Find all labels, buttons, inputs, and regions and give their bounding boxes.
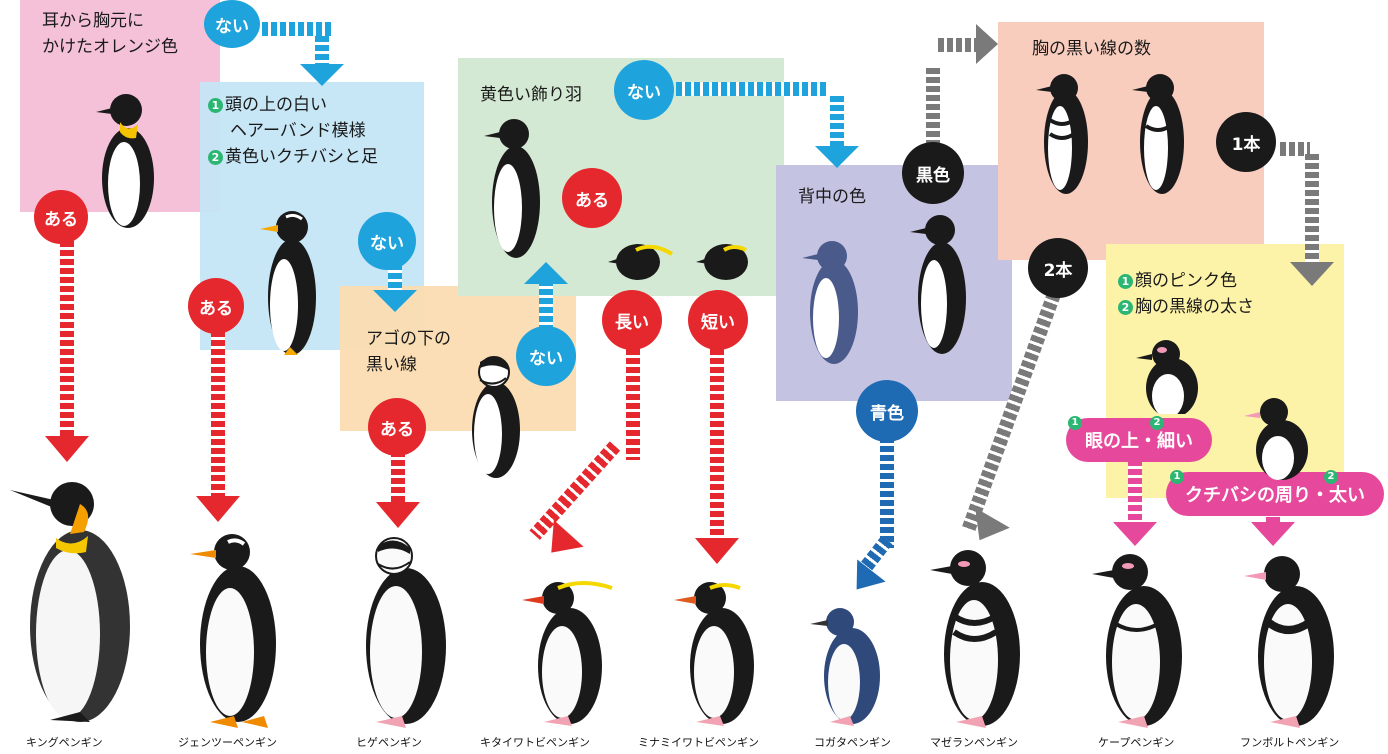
pill-humboldt-num2: 2 (1324, 470, 1338, 484)
arrow-head-gentoo (196, 496, 240, 522)
arrow-head-nai-crest (815, 146, 859, 168)
arrow-nai-top-down (315, 36, 329, 66)
arrow-head-nai-chin (524, 262, 568, 284)
penguin-northern-rockhopper (522, 581, 613, 726)
arrow-nai-top (262, 22, 332, 36)
arrow-nai-headband (388, 264, 402, 290)
decision-ari-gentoo: ある (188, 278, 244, 334)
species-label-humboldt: フンボルトペンギン (1240, 736, 1340, 749)
penguin-illustration-pink-thick (1244, 398, 1308, 480)
penguin-king (10, 482, 130, 722)
arrow-head-little-penguin (842, 559, 886, 601)
decision-ari-king: ある (34, 190, 88, 244)
arrow-head-humboldt (1251, 522, 1295, 546)
penguin-southern-rockhopper (674, 582, 754, 726)
arrow-ippon-down (1305, 154, 1319, 262)
species-label-chinstrap: ヒゲペンギン (356, 736, 422, 749)
arrow-head-cape (1113, 522, 1157, 546)
decision-nai-crest: ない (614, 60, 674, 120)
arrow-cape (1128, 460, 1142, 524)
penguin-illustration-two-bands (1036, 74, 1088, 194)
penguin-illustration-pink-thin (1136, 340, 1198, 414)
penguin-illustration-chinstrap (472, 356, 520, 478)
arrow-nai-crest-down (830, 96, 844, 146)
box-chest-lines-text: 胸の黒い線の数 (1032, 39, 1151, 59)
arrow-head-southern-rockhopper (695, 538, 739, 564)
species-label-magellanic: マゼランペンギン (930, 736, 1018, 749)
penguin-illustration-crest-short (696, 244, 748, 280)
pill-humboldt: クチバシの周り・太い (1166, 472, 1384, 516)
number-badge: 2 (208, 150, 223, 165)
penguin-cape (1092, 554, 1182, 728)
arrow-kuro-up (926, 68, 940, 148)
decision-kuro: 黒色 (902, 142, 964, 204)
arrow-nai-crest (676, 82, 826, 96)
arrow-nai-chin (539, 280, 553, 332)
arrow-gentoo (211, 322, 225, 498)
arrow-head-chinstrap (376, 502, 420, 528)
arrow-southern-rockhopper (710, 340, 724, 540)
decision-nihon: 2本 (1028, 238, 1088, 298)
species-label-king: キングペンギン (26, 736, 103, 749)
pill-cape-num2: 2 (1150, 416, 1164, 430)
species-label-little: コガタペンギン (814, 736, 891, 749)
penguin-illustration-king-head (96, 94, 154, 228)
penguin-illustration-crest-body (484, 119, 540, 258)
decision-nai-chin: ない (516, 326, 576, 386)
arrow-head-nai-headband (373, 290, 417, 312)
pill-humboldt-num1: 1 (1170, 470, 1184, 484)
box-orange-ear-text: 耳から胸元に かけたオレンジ色 (42, 11, 178, 57)
penguin-illustration-crest-long (608, 244, 674, 280)
number-badge: 1 (208, 98, 223, 113)
arrow-little-penguin (880, 428, 894, 548)
penguin-illustration-blue-back (802, 241, 858, 364)
penguin-illustration-one-band (1132, 74, 1184, 194)
penguin-magellanic (930, 550, 1020, 728)
arrow-king (60, 232, 74, 438)
box-back-color-text: 背中の色 (798, 187, 866, 207)
species-label-gentoo: ジェンツーペンギン (178, 736, 277, 749)
pill-cape-num1: 1 (1068, 416, 1082, 430)
penguin-chinstrap (366, 537, 446, 728)
box-yellow-crest-text: 黄色い飾り羽 (480, 85, 582, 105)
penguin-illustration-gentoo (260, 211, 316, 355)
species-label-southern-rockhopper: ミナミイワトビペンギン (638, 736, 759, 749)
arrow-chinstrap (391, 442, 405, 504)
arrow-northern-rockhopper-vertical (626, 340, 640, 460)
arrow-head-kuro (976, 24, 998, 64)
decision-mijikai: 短い (688, 290, 748, 350)
pill-cape: 眼の上・細い (1066, 418, 1212, 462)
penguin-illustration-black-back (910, 215, 966, 354)
box-chin-line-text: アゴの下の 黒い線 (366, 329, 451, 375)
arrow-kuro-right (938, 38, 978, 52)
decision-ari-crest: ある (562, 168, 622, 228)
penguin-gentoo (190, 534, 276, 728)
arrow-head-king (45, 436, 89, 462)
number-badge: 1 (1118, 274, 1133, 289)
number-badge: 2 (1118, 300, 1133, 315)
penguin-humboldt (1244, 556, 1334, 728)
decision-ao: 青色 (856, 380, 918, 442)
decision-ari-chinstrap: ある (368, 398, 426, 456)
arrow-ippon (1280, 142, 1310, 156)
penguin-little (810, 608, 880, 726)
arrow-head-nai-top (300, 64, 344, 86)
arrow-head-ippon (1290, 262, 1334, 286)
decision-nagai: 長い (602, 290, 662, 350)
decision-nai-top: ない (204, 0, 260, 48)
species-label-cape: ケープペンギン (1098, 736, 1175, 749)
decision-ippon: 1本 (1216, 112, 1276, 172)
decision-nai-headband: ない (358, 212, 416, 270)
arrow-northern-rockhopper-diagonal (529, 441, 621, 540)
species-label-northern-rockhopper: キタイワトビペンギン (480, 736, 590, 749)
